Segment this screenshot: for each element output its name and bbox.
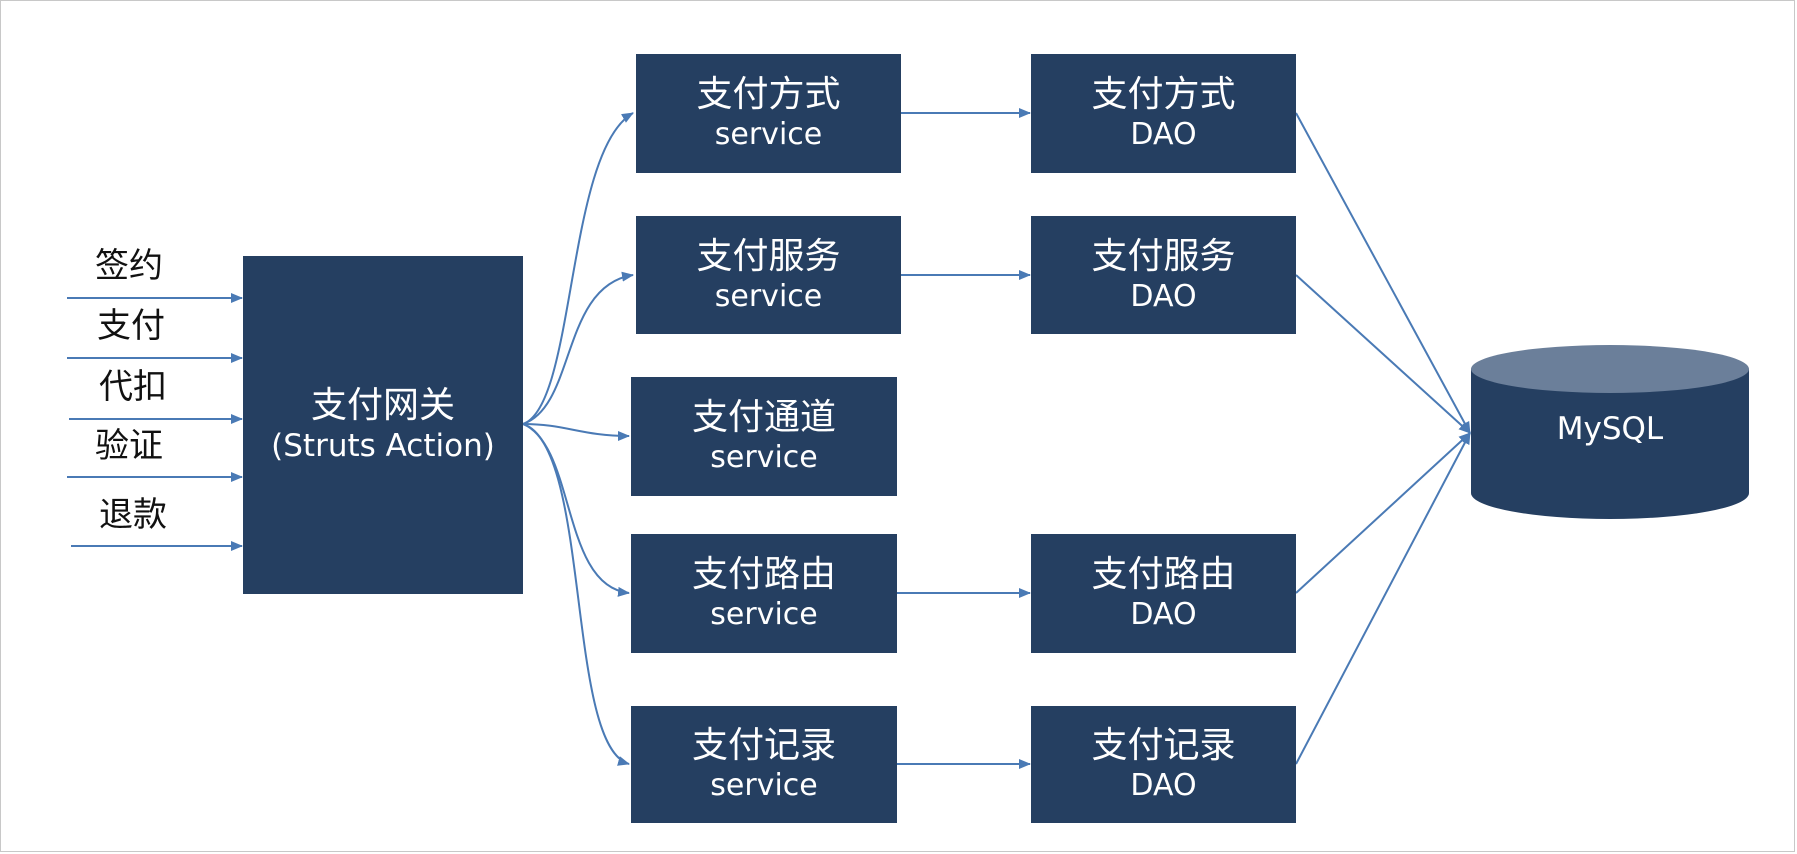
gateway-to-payment-record-arrow: [522, 423, 630, 766]
mysql-database-icon: [1471, 345, 1749, 519]
payment-method-service-box: 支付方式 service: [636, 54, 901, 173]
mysql-label: MySQL: [1556, 411, 1664, 447]
payment-record-service-title: 支付记录: [691, 725, 836, 767]
gateway-to-payment-route-arrow: [522, 423, 630, 597]
payment-service-dao-subtitle: DAO: [1130, 278, 1197, 314]
gateway-to-payment-channel-arrow: [522, 423, 630, 441]
payment-channel-service-subtitle: service: [710, 440, 818, 476]
payment-method-service-title: 支付方式: [696, 74, 841, 116]
payment-service-service-subtitle: service: [714, 278, 823, 314]
input-label-tuikuan: 退款: [99, 495, 167, 535]
input-label-zhifu: 支付: [97, 306, 165, 346]
payment-route-service-title: 支付路由: [691, 554, 836, 596]
payment-service-service-title: 支付服务: [696, 235, 841, 277]
payment-record-dao-to-mysql-arrow: [1295, 432, 1471, 765]
payment-gateway-box: 支付网关 (Struts Action): [243, 256, 523, 594]
payment-record-service-box: 支付记录 service: [631, 706, 897, 823]
payment-service-dao-to-mysql-arrow: [1295, 274, 1471, 434]
payment-record-dao-title: 支付记录: [1091, 725, 1236, 767]
payment-route-dao-title: 支付路由: [1091, 554, 1236, 596]
payment-service-dao-title: 支付服务: [1091, 235, 1236, 277]
payment-gateway-title: 支付网关: [310, 385, 455, 427]
input-label-qianyue: 签约: [95, 246, 163, 286]
payment-record-dao-box: 支付记录 DAO: [1031, 706, 1296, 823]
payment-route-dao-subtitle: DAO: [1130, 597, 1197, 633]
payment-service-dao-box: 支付服务 DAO: [1031, 216, 1296, 334]
input-label-daikou: 代扣: [99, 367, 167, 407]
payment-method-dao-to-mysql-arrow: [1295, 112, 1471, 434]
payment-channel-service-title: 支付通道: [691, 397, 836, 439]
payment-method-dao-title: 支付方式: [1091, 74, 1236, 116]
gateway-to-payment-method-arrow: [522, 112, 634, 425]
gateway-to-payment-service-arrow: [522, 271, 634, 425]
payment-service-service-box: 支付服务 service: [636, 216, 901, 334]
payment-route-dao-box: 支付路由 DAO: [1031, 534, 1296, 653]
payment-method-dao-box: 支付方式 DAO: [1031, 54, 1296, 173]
payment-route-dao-to-mysql-arrow: [1295, 432, 1471, 594]
payment-record-dao-subtitle: DAO: [1130, 768, 1197, 804]
payment-record-service-subtitle: service: [710, 768, 818, 804]
payment-gateway-subtitle: (Struts Action): [271, 428, 495, 465]
input-label-yanzheng: 验证: [95, 426, 163, 466]
payment-method-service-subtitle: service: [714, 117, 823, 153]
payment-channel-service-box: 支付通道 service: [631, 377, 897, 496]
payment-method-dao-subtitle: DAO: [1130, 117, 1197, 153]
payment-route-service-box: 支付路由 service: [631, 534, 897, 653]
payment-route-service-subtitle: service: [710, 597, 818, 633]
